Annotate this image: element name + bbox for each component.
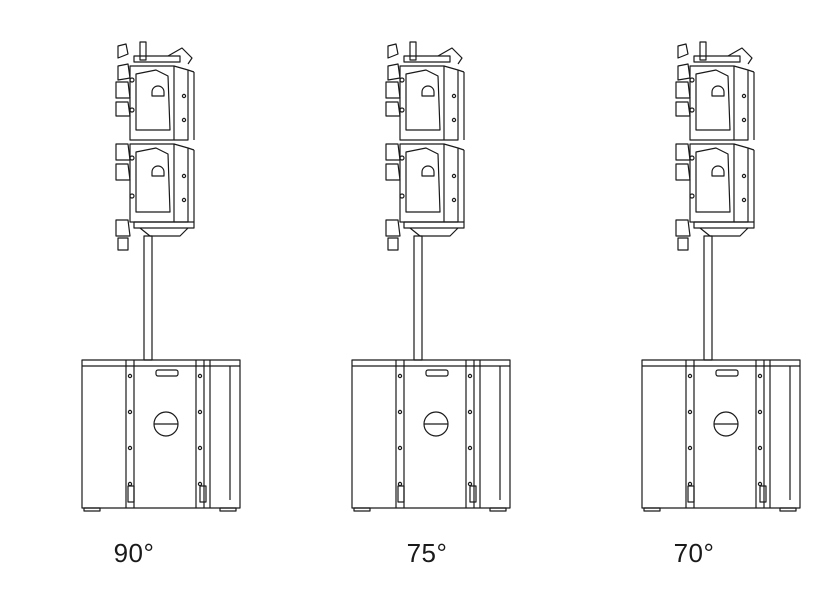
angle-label-90: 90° — [113, 538, 155, 568]
rig-70 — [641, 41, 801, 512]
angle-label-75: 75° — [406, 538, 448, 568]
rig-90 — [81, 41, 241, 512]
rig-75 — [351, 41, 511, 512]
angle-label-70: 70° — [673, 538, 715, 568]
